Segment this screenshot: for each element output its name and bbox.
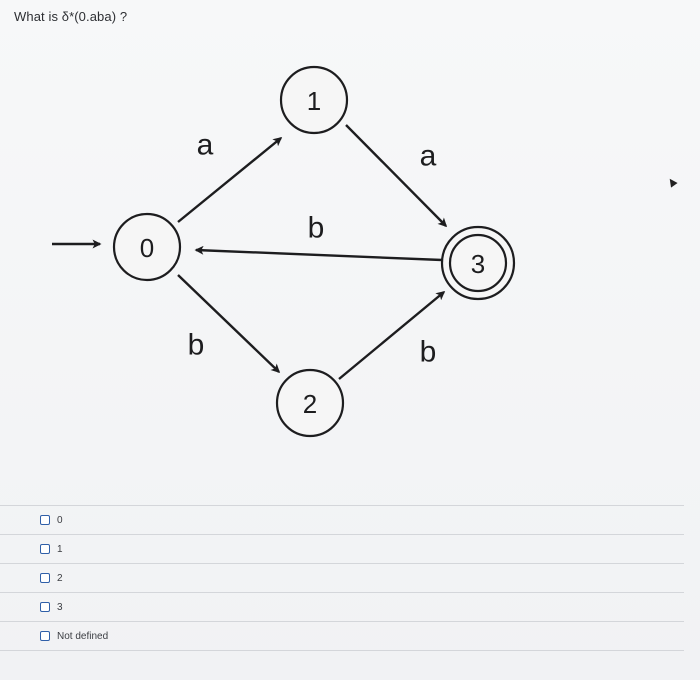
edge-label-1-3: a	[420, 140, 437, 173]
state-2: 2	[275, 368, 345, 438]
option-2[interactable]: 2	[0, 564, 684, 593]
option-not-defined[interactable]: Not defined	[0, 622, 684, 651]
edge-0-to-2	[177, 274, 281, 374]
state-2-label: 2	[303, 389, 317, 419]
edge-3-to-0	[194, 245, 443, 262]
state-3: 3	[440, 225, 516, 301]
checkbox-icon[interactable]	[40, 544, 50, 554]
edge-label-0-1: a	[197, 129, 214, 162]
state-0: 0	[112, 212, 182, 282]
state-1: 1	[279, 65, 349, 135]
edge-label-0-2: b	[188, 329, 205, 362]
edge-2-to-3	[338, 291, 446, 380]
dfa-diagram: a a b b b 0 1 2 3	[52, 65, 516, 438]
option-label: 3	[57, 601, 63, 613]
edge-1-to-3	[345, 124, 448, 228]
state-0-label: 0	[140, 233, 154, 263]
option-1[interactable]: 1	[0, 535, 684, 564]
option-label: 2	[57, 572, 63, 584]
option-0[interactable]: 0	[0, 505, 684, 535]
option-3[interactable]: 3	[0, 593, 684, 622]
question-text: What is δ*(0.aba) ?	[14, 9, 128, 24]
edge-label-2-3: b	[420, 336, 437, 369]
checkbox-icon[interactable]	[40, 631, 50, 641]
checkbox-icon[interactable]	[40, 602, 50, 612]
edge-label-3-0: b	[308, 212, 325, 245]
option-label: 0	[57, 514, 63, 526]
answer-options: 0 1 2 3 Not defined	[0, 505, 700, 651]
checkbox-icon[interactable]	[40, 573, 50, 583]
option-label: Not defined	[57, 630, 109, 642]
state-3-label: 3	[471, 249, 485, 279]
state-1-label: 1	[307, 86, 321, 116]
edge-0-to-1	[177, 137, 283, 223]
checkbox-icon[interactable]	[40, 515, 50, 525]
option-label: 1	[57, 543, 63, 555]
